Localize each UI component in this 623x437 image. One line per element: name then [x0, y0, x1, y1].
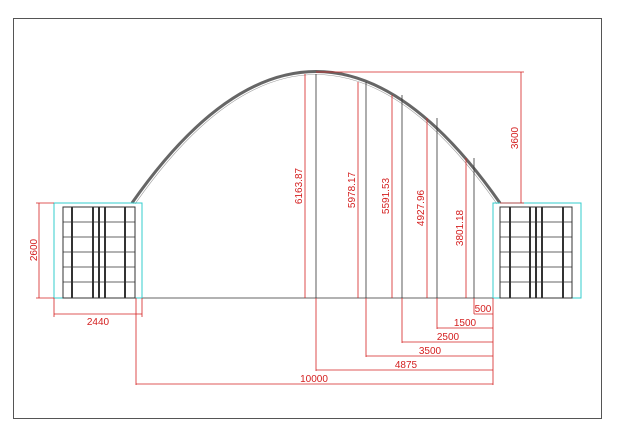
dim-2500: 2500	[437, 332, 460, 343]
arch-roof	[130, 70, 502, 204]
left-container	[53, 202, 143, 299]
dim-1500: 1500	[454, 318, 477, 329]
arch-posts	[315, 74, 475, 298]
dim-3500: 3500	[419, 346, 442, 357]
dimension-lines	[36, 71, 524, 385]
dim-4875: 4875	[395, 360, 418, 371]
dim-rise: 3600	[510, 126, 521, 149]
dim-post-2500: 4927.96	[416, 189, 427, 226]
dim-container-height: 2600	[29, 238, 40, 261]
drawing-frame	[13, 18, 602, 419]
dim-10000: 10000	[300, 374, 328, 385]
dim-500: 500	[475, 304, 492, 315]
dim-post-3500: 5591.53	[381, 177, 392, 214]
dim-post-center: 6163.87	[294, 167, 305, 204]
dim-container-width: 2440	[87, 317, 110, 328]
right-container	[492, 202, 582, 299]
dim-post-1500: 3801.18	[455, 209, 466, 246]
dim-post-4875: 5978.17	[347, 171, 358, 208]
